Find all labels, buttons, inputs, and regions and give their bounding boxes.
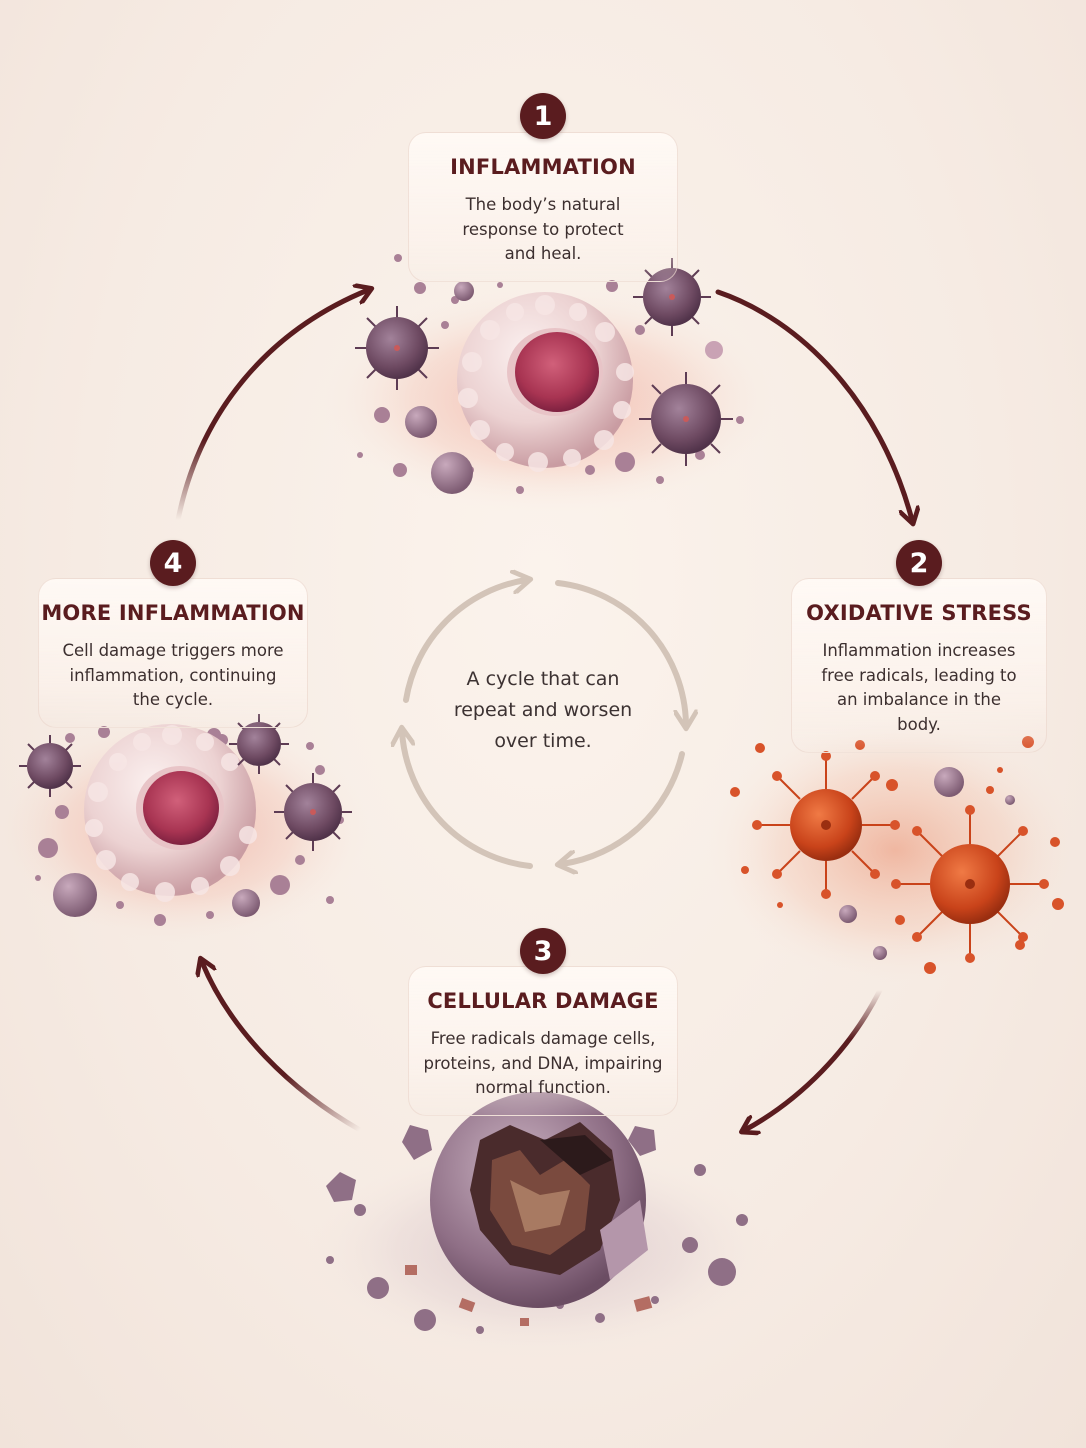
step-card-inflammation: INFLAMMATION The body’s natural response… (408, 132, 678, 282)
free-radicals-illustration (705, 715, 1085, 985)
virus-icon (355, 306, 439, 390)
step-number-badge-1: 1 (520, 93, 566, 139)
step-title: OXIDATIVE STRESS (806, 601, 1032, 625)
step-description: Inflammation increases free radicals, le… (821, 641, 1017, 734)
inner-cycle-arrows (402, 580, 686, 866)
step-title: INFLAMMATION (450, 155, 636, 179)
immune-cell-illustration-1 (320, 254, 780, 515)
inner-arrow-left (402, 732, 533, 869)
step-title: MORE INFLAMMATION (41, 601, 305, 625)
step-title: CELLULAR DAMAGE (427, 989, 659, 1013)
arrow-3-to-4 (202, 962, 363, 1133)
step-description: Free radicals damage cells, proteins, an… (423, 1029, 663, 1097)
virus-icon (19, 735, 81, 797)
arrow-4-to-1 (175, 290, 368, 523)
virus-icon (639, 372, 733, 466)
arrow-2-to-3 (745, 987, 883, 1130)
immune-cell-illustration-2 (0, 714, 370, 945)
step-number-badge-2: 2 (896, 540, 942, 586)
damaged-cell-illustration (300, 1092, 780, 1360)
step-description: The body’s natural response to protect a… (462, 195, 624, 263)
virus-icon (274, 773, 352, 851)
center-caption: A cycle that can repeat and worsen over … (453, 668, 633, 752)
inner-arrow-right (555, 580, 686, 724)
arrow-1-to-2 (715, 289, 912, 520)
free-radical-icon (891, 805, 1049, 963)
step-card-more-inflammation: MORE INFLAMMATION Cell damage triggers m… (38, 578, 308, 728)
step-number-badge-3: 3 (520, 928, 566, 974)
inner-arrow-bottom (562, 751, 685, 864)
step-card-cellular-damage: CELLULAR DAMAGE Free radicals damage cel… (408, 966, 678, 1116)
step-card-oxidative-stress: OXIDATIVE STRESS Inflammation increases … (791, 578, 1047, 753)
step-number-badge-4: 4 (150, 540, 196, 586)
free-radical-icon (752, 751, 900, 899)
inner-arrow-top (403, 580, 526, 703)
step-description: Cell damage triggers more inflammation, … (62, 641, 284, 709)
